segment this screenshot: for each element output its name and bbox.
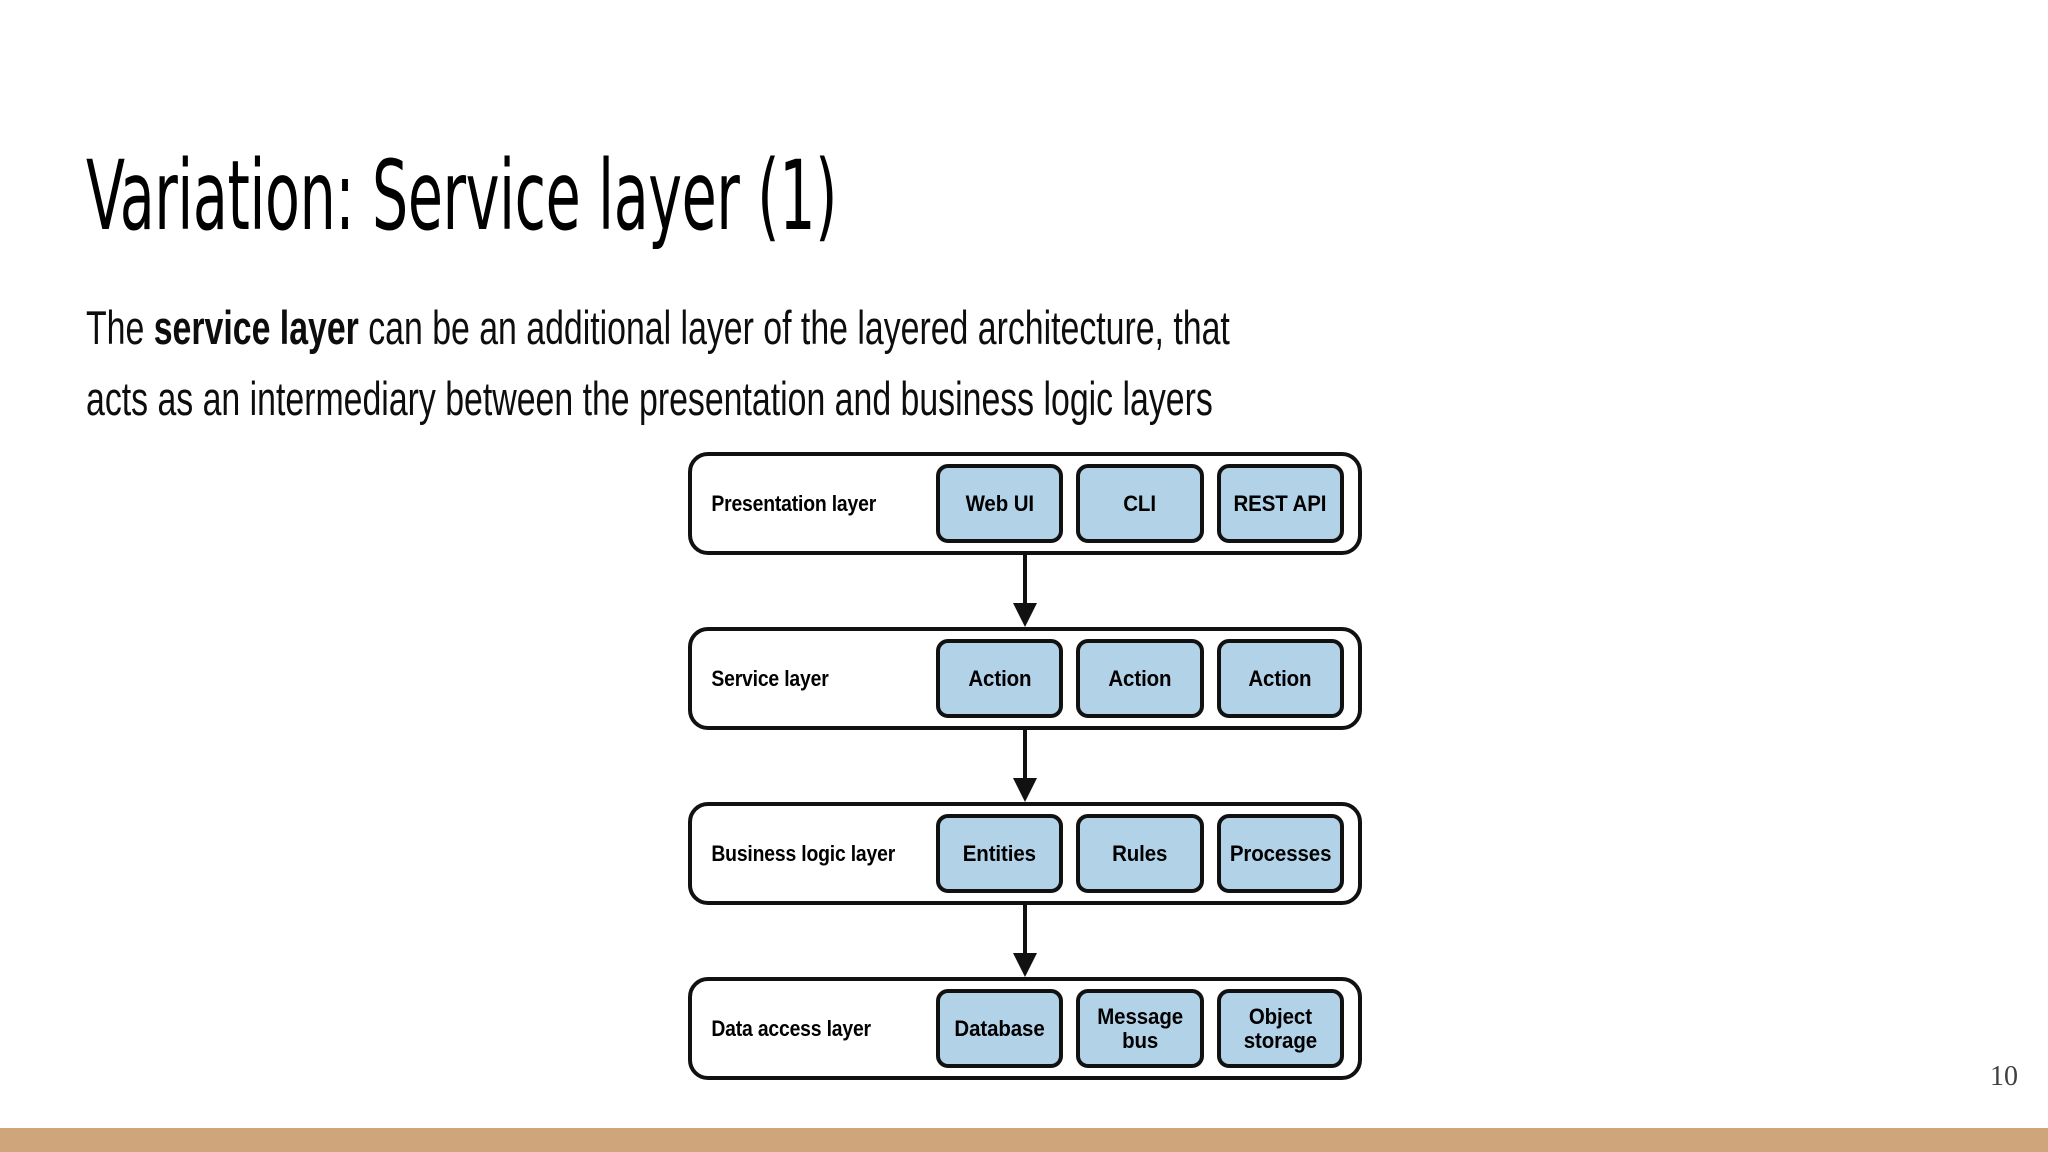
paragraph-text-pre: The xyxy=(86,301,154,354)
layer-label-service-layer: Service layer xyxy=(711,665,829,691)
layer-label-data-access-layer: Data access layer xyxy=(711,1015,871,1041)
unit-box-rules: Rules xyxy=(1076,814,1204,893)
unit-box-processes: Processes xyxy=(1216,814,1344,893)
unit-box-web-ui: Web UI xyxy=(936,464,1064,543)
unit-box-action: Action xyxy=(1076,639,1204,718)
paragraph-emphasis: service layer xyxy=(153,301,359,354)
paragraph-line-2: acts as an intermediary between the pres… xyxy=(86,372,1213,425)
layer-label-presentation-layer: Presentation layer xyxy=(711,490,877,516)
unit-box-rest-api: REST API xyxy=(1216,464,1344,543)
layer-connector-arrow xyxy=(688,903,1362,977)
layer-connector-arrow xyxy=(688,553,1362,627)
paragraph-text-post: can be an additional layer of the layere… xyxy=(358,301,1230,354)
unit-box-database: Database xyxy=(936,989,1064,1068)
unit-box-action: Action xyxy=(936,639,1064,718)
bottom-accent-bar xyxy=(0,1128,2048,1152)
unit-box-action: Action xyxy=(1216,639,1344,718)
unit-box-cli: CLI xyxy=(1076,464,1204,543)
unit-box-entities: Entities xyxy=(936,814,1064,893)
layer-connector-arrow xyxy=(688,728,1362,802)
layer-label-business-logic-layer: Business logic layer xyxy=(711,840,896,866)
page-title: Variation: Service layer (1) xyxy=(86,140,838,253)
body-paragraph: The service layer can be an additional l… xyxy=(86,292,1454,434)
page-number: 10 xyxy=(1990,1061,2018,1092)
paragraph-line-1: The service layer can be an additional l… xyxy=(86,292,1454,363)
